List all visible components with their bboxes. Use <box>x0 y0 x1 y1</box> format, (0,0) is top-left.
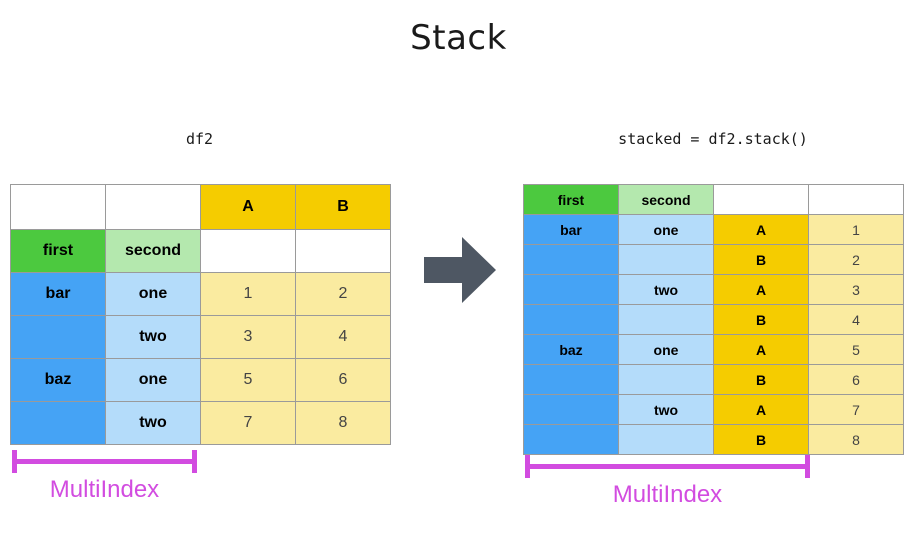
table-row: two A 3 <box>523 274 904 305</box>
cell-level: A <box>713 334 809 365</box>
cell-level: B <box>713 244 809 275</box>
column-header-b: B <box>295 184 391 230</box>
corner-cell-2 <box>105 184 201 230</box>
cell-second: two <box>618 394 714 425</box>
cell-second: one <box>105 358 201 402</box>
bracket-cap-right <box>805 455 810 478</box>
cell-second <box>618 424 714 455</box>
cell-value: 2 <box>808 244 904 275</box>
page-title: Stack <box>410 18 507 58</box>
multiindex-label-left: MultiIndex <box>49 476 160 503</box>
cell-first <box>10 401 106 445</box>
bracket-bar <box>12 459 197 464</box>
cell-value: 6 <box>808 364 904 395</box>
cell-first <box>523 304 619 335</box>
bracket-bar <box>525 464 810 469</box>
cell-second <box>618 364 714 395</box>
cell-first <box>523 244 619 275</box>
table-row: two 3 4 <box>10 315 391 359</box>
cell-second: two <box>618 274 714 305</box>
cell-value-b: 4 <box>295 315 391 359</box>
cell-first <box>523 394 619 425</box>
index-name-second: second <box>105 229 201 273</box>
table-row: baz one A 5 <box>523 334 904 365</box>
left-table-caption: df2 <box>185 130 214 148</box>
cell-value-a: 3 <box>200 315 296 359</box>
blank-cell-1 <box>713 184 809 215</box>
table-row-index-names: first second <box>10 229 391 273</box>
table-row-columns-header: A B <box>10 184 391 230</box>
corner-cell-1 <box>10 184 106 230</box>
cell-level: A <box>713 394 809 425</box>
right-table-caption: stacked = df2.stack() <box>618 130 808 148</box>
multiindex-bracket-right <box>525 455 810 478</box>
cell-value-b: 2 <box>295 272 391 316</box>
cell-value-b: 6 <box>295 358 391 402</box>
index-name-first: first <box>10 229 106 273</box>
cell-value-a: 5 <box>200 358 296 402</box>
cell-first: bar <box>523 214 619 245</box>
table-row: B 4 <box>523 304 904 335</box>
cell-second: one <box>618 334 714 365</box>
cell-value: 7 <box>808 394 904 425</box>
table-row: baz one 5 6 <box>10 358 391 402</box>
cell-first: bar <box>10 272 106 316</box>
cell-first <box>523 274 619 305</box>
cell-second <box>618 304 714 335</box>
cell-level: A <box>713 274 809 305</box>
cell-second: one <box>105 272 201 316</box>
cell-first: baz <box>10 358 106 402</box>
blank-cell-2 <box>808 184 904 215</box>
table-row: B 2 <box>523 244 904 275</box>
table-row-header: first second <box>523 184 904 215</box>
bracket-cap-right <box>192 450 197 473</box>
multiindex-label-right: MultiIndex <box>612 481 723 508</box>
cell-value-b: 8 <box>295 401 391 445</box>
cell-first <box>523 364 619 395</box>
cell-value: 8 <box>808 424 904 455</box>
cell-second: two <box>105 401 201 445</box>
blank-cell-1 <box>200 229 296 273</box>
table-row: bar one A 1 <box>523 214 904 245</box>
right-arrow-icon <box>424 237 496 303</box>
cell-level: B <box>713 364 809 395</box>
table-row: two 7 8 <box>10 401 391 445</box>
index-name-first: first <box>523 184 619 215</box>
cell-value: 4 <box>808 304 904 335</box>
cell-first <box>10 315 106 359</box>
stacked-series-table: first second bar one A 1 B 2 two A 3 B <box>523 184 904 455</box>
cell-second: one <box>618 214 714 245</box>
table-row: two A 7 <box>523 394 904 425</box>
cell-first <box>523 424 619 455</box>
cell-second <box>618 244 714 275</box>
blank-cell-2 <box>295 229 391 273</box>
cell-value-a: 7 <box>200 401 296 445</box>
table-row: B 8 <box>523 424 904 455</box>
cell-second: two <box>105 315 201 359</box>
cell-level: B <box>713 424 809 455</box>
cell-level: B <box>713 304 809 335</box>
cell-level: A <box>713 214 809 245</box>
cell-value: 1 <box>808 214 904 245</box>
table-row: B 6 <box>523 364 904 395</box>
cell-first: baz <box>523 334 619 365</box>
index-name-second: second <box>618 184 714 215</box>
cell-value: 3 <box>808 274 904 305</box>
cell-value: 5 <box>808 334 904 365</box>
cell-value-a: 1 <box>200 272 296 316</box>
table-row: bar one 1 2 <box>10 272 391 316</box>
multiindex-bracket-left <box>12 450 197 473</box>
column-header-a: A <box>200 184 296 230</box>
dataframe-df2-table: A B first second bar one 1 2 two 3 4 baz… <box>10 184 391 445</box>
